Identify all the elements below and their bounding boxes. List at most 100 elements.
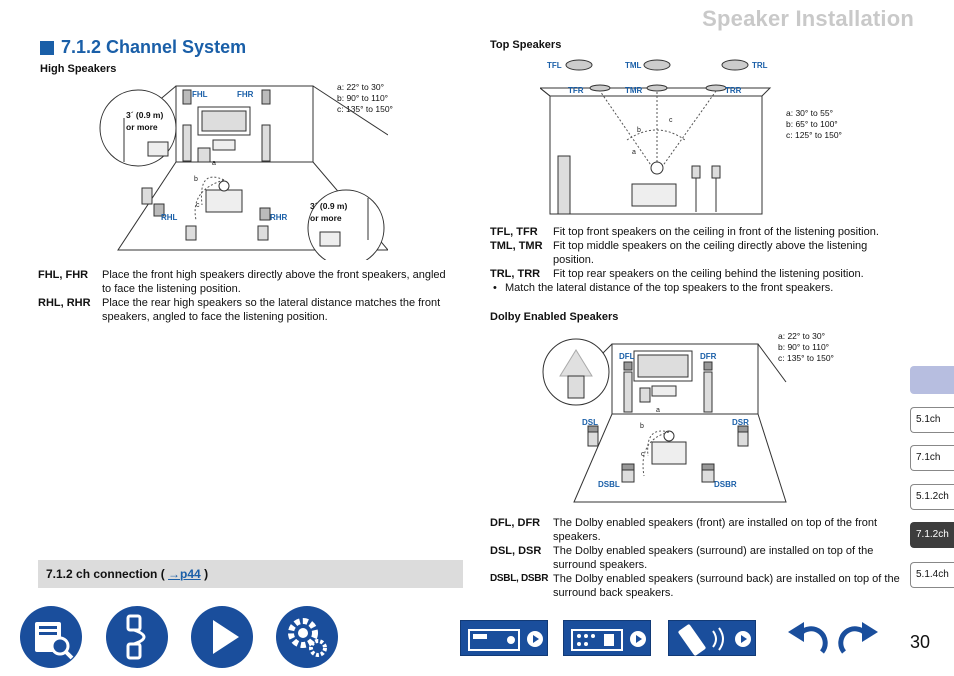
page-header-title: Speaker Installation (702, 6, 914, 31)
callout-left-text: 3´ (0.9 m) or more (126, 109, 163, 133)
desc-text: Fit top front speakers on the ceiling in… (553, 226, 879, 238)
front-left-speaker (182, 124, 192, 162)
subwoofer (197, 147, 211, 163)
desc-row-tfl: TFL, TFR Fit top front speakers on the c… (490, 225, 910, 239)
label-rhl: RHL (161, 213, 178, 222)
tab-5-1-4ch[interactable]: 5.1.4ch (910, 562, 954, 588)
label-rhr: RHR (270, 213, 288, 222)
label-dfr: DFR (700, 352, 717, 361)
top-speakers-diagram (540, 59, 772, 215)
connection-icon[interactable] (106, 606, 168, 668)
high-speakers-descriptions: FHL, FHR Place the front high speakers d… (38, 268, 448, 324)
dolby-descriptions: DFL, DFR The Dolby enabled speakers (fro… (490, 516, 904, 600)
surround-back-right-speaker (257, 225, 269, 241)
connection-text: 7.1.2 ch connection ( (46, 567, 165, 581)
label-fhl: FHL (192, 90, 208, 99)
dsl-speaker (587, 425, 599, 433)
angle-c: c: 135° to 150° (337, 104, 393, 114)
desc-row-rhl: RHL, RHR Place the rear high speakers so… (38, 296, 448, 324)
desc-term: RHL, RHR (38, 297, 91, 309)
connection-close: ) (204, 567, 209, 581)
label-a: a (656, 407, 660, 414)
dfr-speaker (703, 361, 713, 371)
dolby-angles: a: 22° to 30° b: 90° to 110° c: 135° to … (778, 331, 834, 364)
rhl-speaker (153, 203, 165, 217)
desc-term: DFL, DFR (490, 517, 541, 529)
angle-b: b: 90° to 110° (337, 93, 389, 103)
dsbr-speaker (701, 463, 715, 471)
front-right-speaker (261, 124, 271, 162)
label-b: b (637, 127, 641, 134)
surround-back-speaker (711, 165, 721, 179)
label-trr: TRR (725, 86, 742, 95)
desc-term: TML, TMR (490, 240, 543, 252)
dsr-speaker (737, 425, 749, 433)
tab-7-1-2ch[interactable]: 7.1.2ch (910, 522, 954, 548)
page-number: 30 (909, 632, 930, 652)
forward-arrow-icon[interactable] (838, 618, 880, 661)
label-b: b (640, 423, 644, 430)
label-a: a (632, 149, 636, 156)
label-c: c (641, 451, 645, 458)
rhr-speaker (259, 207, 271, 221)
dolby-heading: Dolby Enabled Speakers (490, 311, 619, 323)
label-tml: TML (625, 61, 642, 70)
label-tfl: TFL (547, 61, 562, 70)
desc-row-tml: TML, TMR Fit top middle speakers on the … (490, 239, 910, 267)
surround-back-left-speaker (185, 225, 197, 241)
front-speaker (557, 155, 571, 215)
high-speakers-diagram (99, 85, 388, 260)
desc-text: The Dolby enabled speakers (front) are i… (553, 517, 878, 543)
manual-icon[interactable] (20, 606, 82, 668)
angle-a: a: 22° to 30° (337, 82, 384, 92)
surround-speaker (691, 165, 701, 179)
surround-left-speaker (141, 187, 153, 205)
fhr-speaker (261, 89, 271, 105)
label-fhr: FHR (237, 90, 254, 99)
connection-link[interactable]: →p44 (168, 567, 201, 581)
desc-text: Fit top middle speakers on the ceiling d… (553, 240, 868, 266)
callout-left-line1: 3´ (0.9 m) (126, 110, 164, 120)
section-title-text: 7.1.2 Channel System (61, 37, 247, 57)
desc-term: TFL, TFR (490, 226, 538, 238)
playback-icon[interactable] (191, 606, 253, 668)
desc-term: DSBL, DSBR (490, 573, 549, 584)
label-dsbr: DSBR (714, 480, 737, 489)
angle-c: c: 125° to 150° (786, 130, 842, 140)
tfl-speaker (565, 59, 593, 71)
desc-term: DSL, DSR (490, 545, 542, 557)
angle-a: a: 22° to 30° (778, 331, 825, 341)
tml-speaker (643, 59, 671, 71)
tab-5-1ch[interactable]: 5.1ch (910, 407, 954, 433)
high-angles: a: 22° to 30° b: 90° to 110° c: 135° to … (337, 82, 393, 115)
tab-7-1ch[interactable]: 7.1ch (910, 445, 954, 471)
label-dfl: DFL (619, 352, 635, 361)
remote-icon[interactable] (668, 620, 756, 656)
dsbl-speaker (621, 463, 635, 471)
label-c: c (196, 202, 200, 209)
desc-text: The Dolby enabled speakers (surround bac… (553, 573, 900, 599)
section-title: 7.1.2 Channel System (40, 37, 246, 58)
sofa (205, 189, 243, 213)
setup-icon[interactable] (276, 606, 338, 668)
tmr-speaker (646, 84, 668, 92)
center-speaker (651, 385, 677, 397)
front-right-speaker (703, 371, 713, 413)
surround-right-speaker (737, 431, 749, 447)
back-arrow-icon[interactable] (786, 618, 828, 661)
subwoofer (639, 387, 651, 403)
connection-page: p44 (180, 567, 201, 581)
sofa (631, 183, 677, 207)
tab-5-1-2ch[interactable]: 5.1.2ch (910, 484, 954, 510)
receiver-rear-icon[interactable] (563, 620, 651, 656)
label-b: b (194, 176, 198, 183)
trl-speaker (721, 59, 749, 71)
desc-row-dsbl: DSBL, DSBR The Dolby enabled speakers (s… (490, 572, 904, 600)
desc-row-trl: TRL, TRR Fit top rear speakers on the ce… (490, 267, 910, 281)
desc-text: Fit top rear speakers on the ceiling beh… (553, 268, 864, 280)
desc-term: TRL, TRR (490, 268, 541, 280)
receiver-front-icon[interactable] (460, 620, 548, 656)
top-speakers-descriptions: TFL, TFR Fit top front speakers on the c… (490, 225, 910, 295)
trr-speaker (705, 84, 727, 92)
label-trl: TRL (752, 61, 768, 70)
